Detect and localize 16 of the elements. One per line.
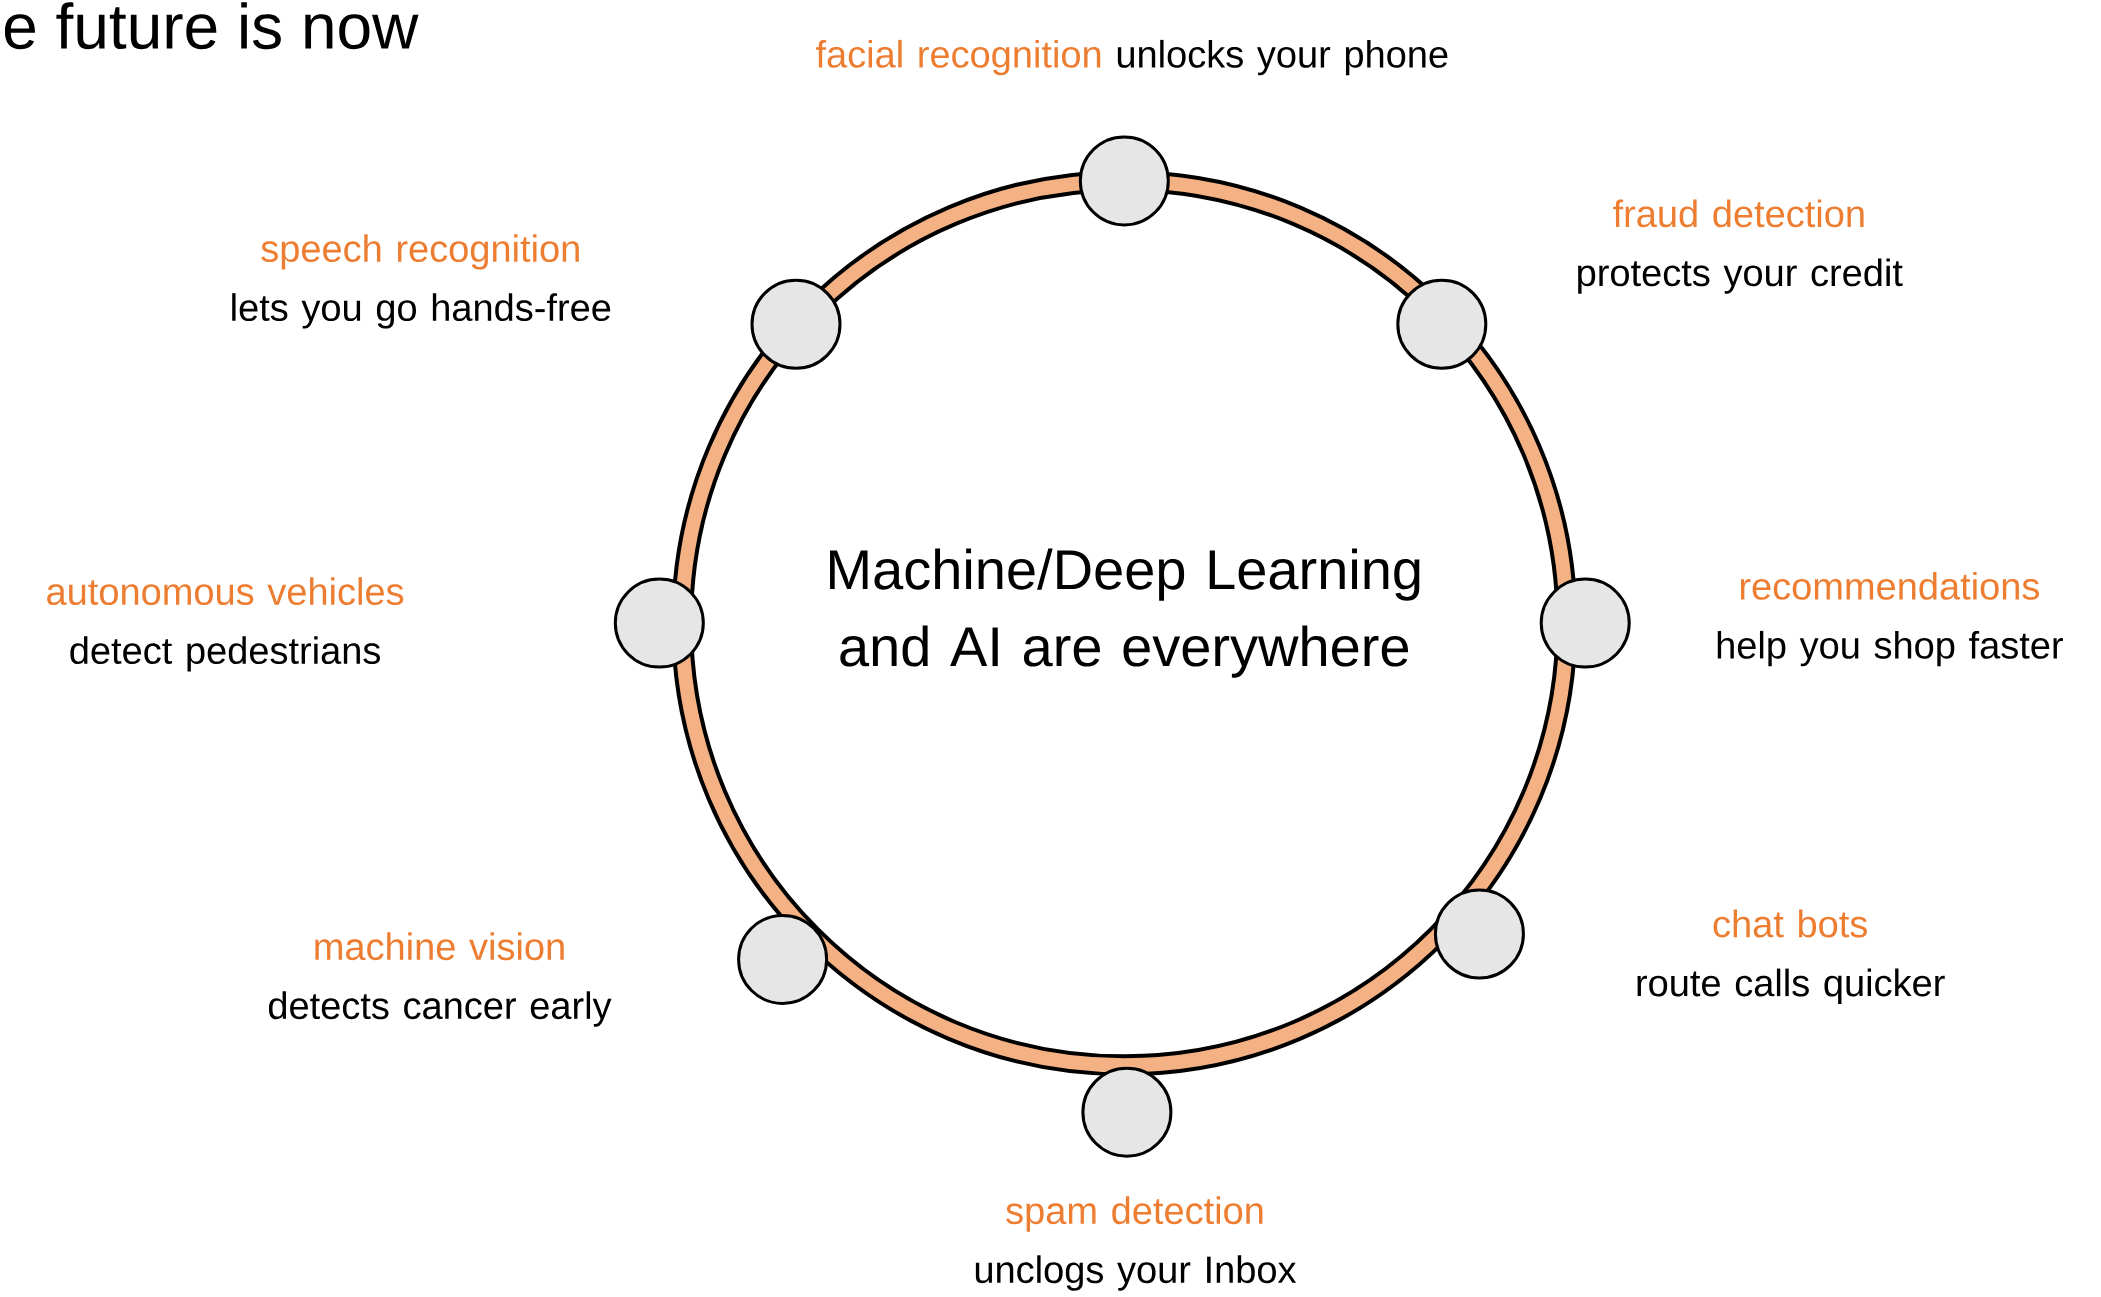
circle-marker xyxy=(737,913,829,1005)
node-label: recommendations help you shop faster xyxy=(1717,571,2063,667)
node-label: autonomous vehicles detect pedestrians xyxy=(47,577,404,672)
title: e future is now xyxy=(4,2,419,50)
node-label: spam detection unclogs your Inbox xyxy=(975,1196,1297,1291)
node-label: facial recognition unlocks your phone xyxy=(816,39,1448,76)
circle-marker xyxy=(1539,577,1631,669)
circle-marker xyxy=(1433,888,1525,980)
node-label: fraud detection protects your credit xyxy=(1578,199,1903,294)
circle-marker xyxy=(1078,135,1170,227)
node-label: machine vision detects cancer early xyxy=(268,932,612,1027)
circle-marker xyxy=(750,278,842,370)
circle-marker xyxy=(1081,1066,1173,1158)
circle-marker xyxy=(613,577,705,669)
node-label: chat bots route calls quicker xyxy=(1637,909,1945,1004)
node-label: speech recognition lets you go hands-free xyxy=(232,234,611,329)
